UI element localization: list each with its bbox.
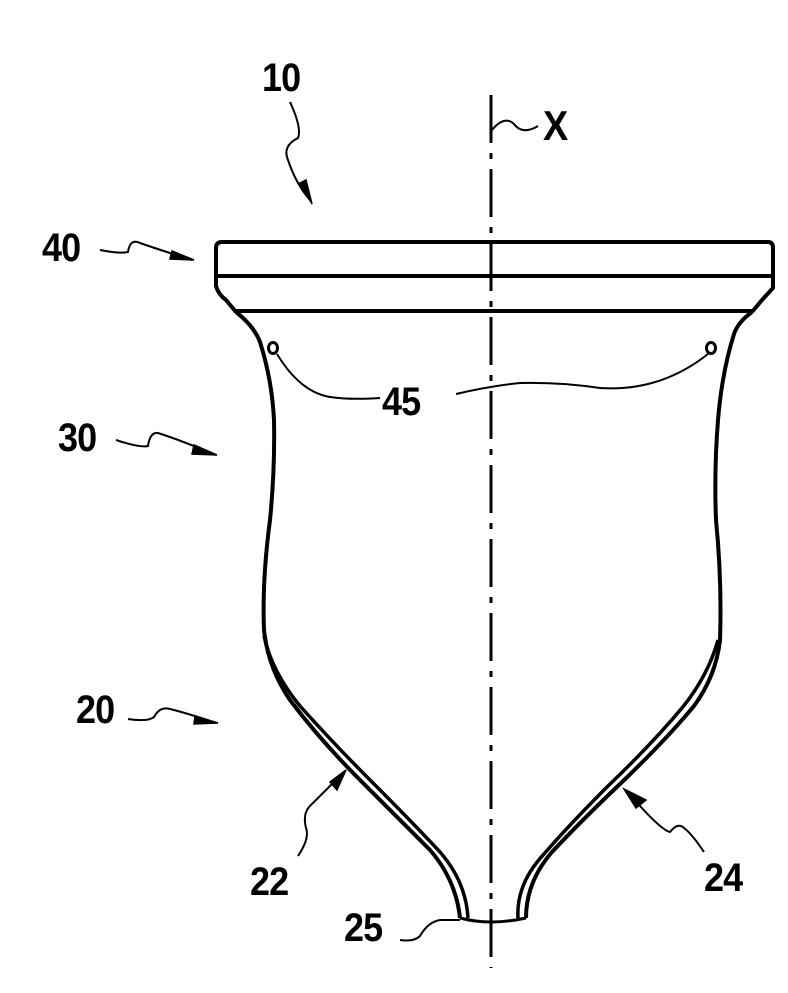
ref-label-40: 40 (42, 226, 81, 270)
arrow-20-head (193, 715, 219, 725)
leader-45-left (276, 353, 381, 400)
leader-20 (127, 707, 217, 724)
leader-45-right (455, 353, 709, 395)
arrow-24-head (621, 787, 648, 810)
ref-label-20: 20 (76, 688, 115, 732)
arrow-22-head (328, 769, 347, 792)
body-right-contour (524, 310, 754, 919)
opening-45-right (705, 341, 717, 355)
ref-label-45: 45 (382, 380, 421, 424)
leader-10 (285, 101, 311, 201)
ref-label-22: 22 (250, 860, 289, 904)
opening-45-left (267, 341, 279, 355)
body-left-contour (234, 310, 462, 919)
wall-24-inner (516, 639, 720, 919)
leader-25 (399, 918, 460, 942)
leader-24 (625, 789, 705, 853)
ref-label-24: 24 (704, 856, 743, 900)
wall-22-inner (262, 635, 470, 919)
axis-x-leader (491, 119, 539, 132)
arrow-10-head (298, 178, 313, 205)
ref-label-10: 10 (262, 56, 301, 100)
ref-label-30: 30 (58, 416, 97, 460)
leader-22 (297, 771, 345, 857)
bottom-25-curve (459, 916, 527, 924)
arrow-40-head (169, 249, 195, 261)
arrow-30-head (191, 443, 218, 456)
ref-label-25: 25 (344, 906, 383, 950)
leader-40 (99, 240, 193, 261)
axis-label-x: X (543, 102, 568, 149)
leader-30 (115, 431, 217, 456)
